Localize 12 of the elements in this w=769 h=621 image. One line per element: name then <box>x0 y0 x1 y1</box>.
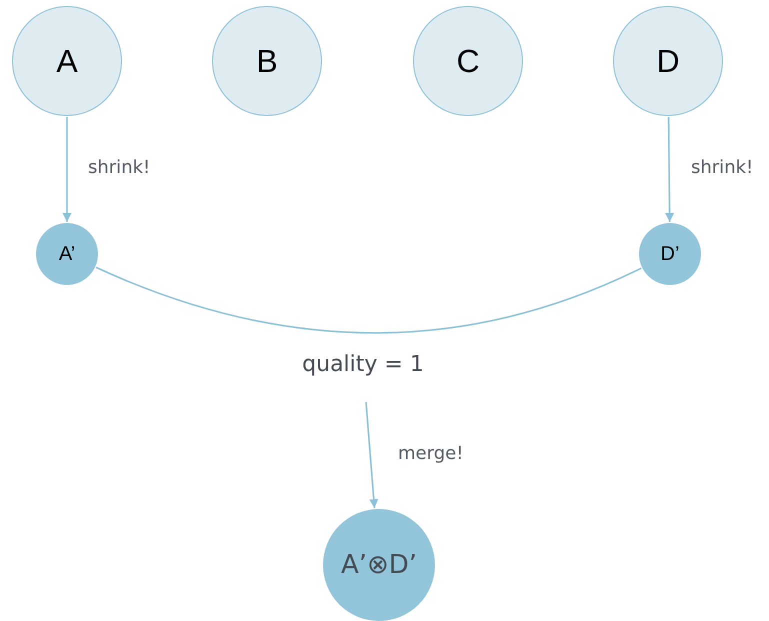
edge-label: quality = 1 <box>288 348 438 380</box>
node-label: C <box>456 42 480 80</box>
node-label: D’ <box>660 242 680 266</box>
node-label: D <box>656 42 680 80</box>
node-label: A’ <box>58 242 76 266</box>
node-label: A <box>56 42 78 80</box>
arrow <box>62 117 72 222</box>
arrow <box>665 116 674 222</box>
node-label: A’⊗D’ <box>340 550 418 580</box>
connector-line <box>96 266 642 334</box>
node-label: B <box>256 42 278 80</box>
arrow <box>365 402 378 508</box>
